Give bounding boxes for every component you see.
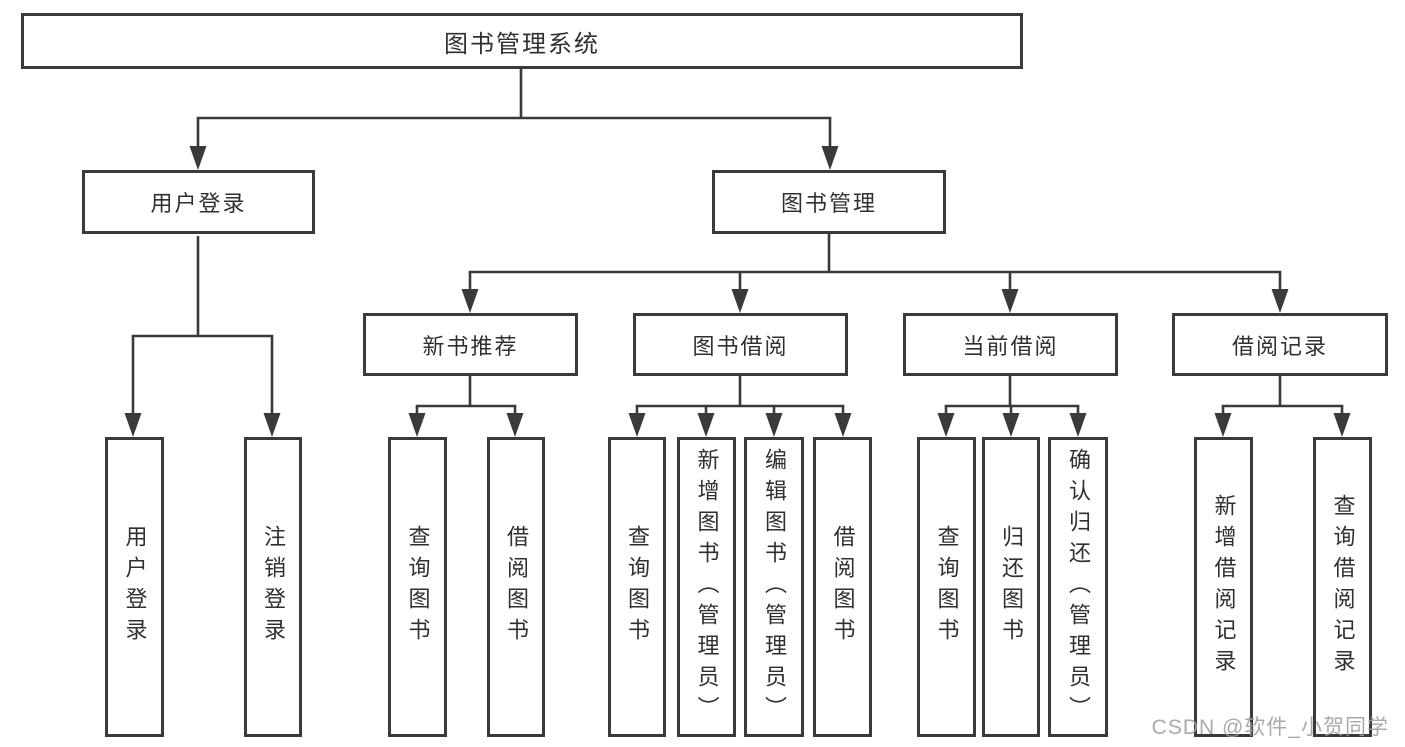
arrowhead-icon — [408, 413, 426, 437]
node-book-borrowing: 图书借阅 — [633, 313, 848, 376]
leaf-label: 新增图书（管理员） — [694, 447, 720, 727]
leaf-label: 借阅图书 — [504, 525, 529, 649]
arrowhead-icon — [1069, 413, 1087, 437]
leaf-label: 查询图书 — [405, 525, 431, 649]
leaf-user-login: 用户登录 — [105, 437, 164, 737]
leaf-label: 用户登录 — [122, 525, 148, 649]
node-root-system: 图书管理系统 — [21, 13, 1023, 69]
leaf-query-borrow-record: 查询借阅记录 — [1313, 437, 1372, 737]
node-label: 当前借阅 — [962, 333, 1059, 359]
node-new-book-recommend: 新书推荐 — [363, 313, 578, 376]
node-book-management: 图书管理 — [712, 170, 946, 234]
arrowhead-icon — [1214, 413, 1232, 437]
node-borrowing-records: 借阅记录 — [1172, 313, 1388, 376]
leaf-add-books-admin: 新增图书（管理员） — [677, 437, 736, 737]
node-label: 图书管理 — [780, 191, 877, 216]
leaf-label: 借阅图书 — [830, 525, 856, 649]
leaf-label: 查询图书 — [625, 525, 650, 649]
leaf-label: 归还图书 — [999, 525, 1024, 649]
leaf-label: 确认归还（管理员） — [1066, 447, 1091, 727]
leaf-query-books-current: 查询图书 — [917, 437, 976, 737]
connector-records-to-leaves — [1214, 376, 1351, 437]
arrowhead-icon — [1271, 289, 1289, 313]
connector-current-to-leaves — [937, 376, 1087, 437]
leaf-confirm-return-admin: 确认归还（管理员） — [1048, 437, 1108, 737]
arrowhead-icon — [124, 413, 142, 437]
node-label: 新书推荐 — [422, 333, 519, 359]
connector-newbooks-to-leaves — [408, 376, 524, 437]
arrowhead-icon — [1001, 289, 1019, 313]
arrowhead-icon — [1002, 413, 1020, 437]
arrowhead-icon — [834, 413, 852, 437]
connector-root-to-level2 — [189, 69, 839, 170]
leaf-label: 新增借阅记录 — [1211, 494, 1237, 680]
node-label: 图书管理系统 — [444, 30, 600, 58]
arrowhead-icon — [189, 146, 207, 170]
leaf-query-books-borrow: 查询图书 — [608, 437, 666, 737]
arrowhead-icon — [263, 413, 281, 437]
leaf-label: 查询图书 — [934, 525, 960, 649]
arrowhead-icon — [628, 413, 646, 437]
leaf-label: 编辑图书（管理员） — [762, 447, 787, 727]
arrowhead-icon — [765, 413, 783, 437]
arrowhead-icon — [1333, 413, 1351, 437]
arrowhead-icon — [937, 413, 955, 437]
leaf-borrow-books-recommend: 借阅图书 — [487, 437, 545, 737]
leaf-label: 注销登录 — [261, 525, 286, 649]
node-current-borrowing: 当前借阅 — [903, 313, 1118, 376]
leaf-query-books-recommend: 查询图书 — [388, 437, 447, 737]
arrowhead-icon — [821, 146, 839, 170]
connector-bookmgmt-to-level3 — [461, 233, 1289, 313]
leaf-add-borrow-record: 新增借阅记录 — [1194, 437, 1253, 737]
connector-userlogin-to-leaves — [124, 236, 281, 437]
leaf-borrow-books: 借阅图书 — [813, 437, 872, 737]
leaf-logout: 注销登录 — [244, 437, 302, 737]
node-label: 用户登录 — [150, 191, 247, 216]
leaf-return-books: 归还图书 — [982, 437, 1040, 737]
node-user-login: 用户登录 — [82, 170, 315, 234]
connector-borrow-to-leaves — [628, 376, 852, 437]
arrowhead-icon — [461, 289, 479, 313]
arrowhead-icon — [697, 413, 715, 437]
node-label: 图书借阅 — [692, 333, 789, 359]
leaf-edit-books-admin: 编辑图书（管理员） — [744, 437, 804, 737]
leaf-label: 查询借阅记录 — [1330, 494, 1356, 680]
arrowhead-icon — [731, 289, 749, 313]
arrowhead-icon — [506, 413, 524, 437]
watermark: CSDN @软件_小贺同学 — [1151, 716, 1389, 739]
node-label: 借阅记录 — [1231, 333, 1328, 359]
